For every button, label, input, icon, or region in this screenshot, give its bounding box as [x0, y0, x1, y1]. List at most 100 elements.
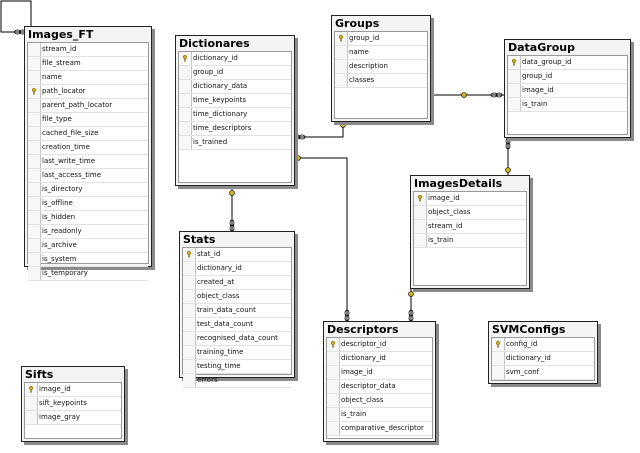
column-row[interactable]: stream_id [28, 43, 148, 57]
row-selector[interactable] [335, 60, 348, 73]
row-selector[interactable] [183, 318, 196, 331]
row-selector[interactable] [28, 253, 41, 266]
row-selector[interactable] [414, 206, 427, 219]
relationship-dictionares-groups[interactable] [293, 122, 346, 140]
column-row[interactable]: dictionary_id [492, 352, 594, 366]
relationship-datagroup-groups[interactable] [431, 92, 504, 98]
column-row[interactable]: group_id [508, 70, 627, 84]
column-row[interactable]: is_hidden [28, 211, 148, 225]
row-selector[interactable] [28, 71, 41, 84]
column-row[interactable]: object_class [327, 394, 432, 408]
row-selector[interactable] [28, 43, 41, 56]
relationship-images-ft-self[interactable] [0, 0, 32, 35]
row-selector[interactable] [179, 136, 192, 149]
row-selector[interactable] [327, 366, 340, 379]
column-row[interactable]: is_system [28, 253, 148, 267]
column-row[interactable]: descriptor_id [327, 338, 432, 352]
row-selector[interactable] [28, 211, 41, 224]
row-selector[interactable] [327, 422, 340, 435]
row-selector[interactable] [28, 169, 41, 182]
column-row[interactable]: name [28, 71, 148, 85]
column-row[interactable]: created_at [183, 276, 291, 290]
column-row[interactable]: is_train [508, 98, 627, 112]
column-row[interactable]: group_id [179, 66, 291, 80]
column-row[interactable]: test_data_count [183, 318, 291, 332]
column-row[interactable]: dictionary_data [179, 80, 291, 94]
row-selector[interactable] [335, 74, 348, 87]
column-row[interactable]: errors [183, 374, 291, 388]
row-selector[interactable] [28, 127, 41, 140]
column-row[interactable]: comparative_descriptor [327, 422, 432, 436]
column-row[interactable]: dictionary_id [179, 52, 291, 66]
row-selector[interactable] [183, 360, 196, 373]
column-row[interactable]: recognised_data_count [183, 332, 291, 346]
row-selector[interactable] [28, 155, 41, 168]
relationship-descriptors-imagesdetails[interactable] [408, 289, 414, 322]
column-row[interactable]: image_gray [25, 411, 121, 425]
column-row[interactable]: is_directory [28, 183, 148, 197]
row-selector[interactable] [492, 338, 505, 351]
row-selector[interactable] [28, 85, 41, 98]
column-row[interactable]: is_offline [28, 197, 148, 211]
column-row[interactable]: is_archive [28, 239, 148, 253]
column-row[interactable]: image_id [414, 192, 526, 206]
column-row[interactable]: train_data_count [183, 304, 291, 318]
column-row[interactable]: group_id [335, 32, 427, 46]
column-row[interactable]: last_access_time [28, 169, 148, 183]
column-row[interactable]: time_dictionary [179, 108, 291, 122]
column-row[interactable]: image_id [508, 84, 627, 98]
column-row[interactable]: cached_file_size [28, 127, 148, 141]
row-selector[interactable] [183, 332, 196, 345]
row-selector[interactable] [508, 84, 521, 97]
column-row[interactable]: sift_keypoints [25, 397, 121, 411]
column-row[interactable]: name [335, 46, 427, 60]
column-row[interactable]: image_id [25, 383, 121, 397]
row-selector[interactable] [414, 234, 427, 247]
row-selector[interactable] [28, 197, 41, 210]
column-row[interactable]: object_class [414, 206, 526, 220]
column-row[interactable]: data_group_id [508, 56, 627, 70]
row-selector[interactable] [183, 290, 196, 303]
column-row[interactable]: last_write_time [28, 155, 148, 169]
row-selector[interactable] [28, 99, 41, 112]
row-selector[interactable] [25, 411, 38, 424]
row-selector[interactable] [25, 383, 38, 396]
column-row[interactable]: path_locator [28, 85, 148, 99]
row-selector[interactable] [179, 66, 192, 79]
column-row[interactable]: training_time [183, 346, 291, 360]
row-selector[interactable] [179, 108, 192, 121]
column-row[interactable]: is_readonly [28, 225, 148, 239]
row-selector[interactable] [414, 192, 427, 205]
row-selector[interactable] [335, 46, 348, 59]
column-row[interactable]: is_train [414, 234, 526, 248]
column-row[interactable]: is_train [327, 408, 432, 422]
row-selector[interactable] [25, 397, 38, 410]
column-row[interactable]: creation_time [28, 141, 148, 155]
column-row[interactable]: stream_id [414, 220, 526, 234]
row-selector[interactable] [28, 225, 41, 238]
column-row[interactable]: file_stream [28, 57, 148, 71]
row-selector[interactable] [414, 220, 427, 233]
row-selector[interactable] [28, 141, 41, 154]
row-selector[interactable] [327, 352, 340, 365]
row-selector[interactable] [183, 248, 196, 261]
column-row[interactable]: svm_conf [492, 366, 594, 380]
row-selector[interactable] [327, 408, 340, 421]
row-selector[interactable] [28, 113, 41, 126]
row-selector[interactable] [28, 57, 41, 70]
row-selector[interactable] [508, 56, 521, 69]
column-row[interactable]: time_keypoints [179, 94, 291, 108]
row-selector[interactable] [183, 262, 196, 275]
row-selector[interactable] [183, 374, 196, 387]
row-selector[interactable] [492, 352, 505, 365]
row-selector[interactable] [508, 70, 521, 83]
row-selector[interactable] [179, 80, 192, 93]
column-row[interactable]: is_temporary [28, 267, 148, 281]
